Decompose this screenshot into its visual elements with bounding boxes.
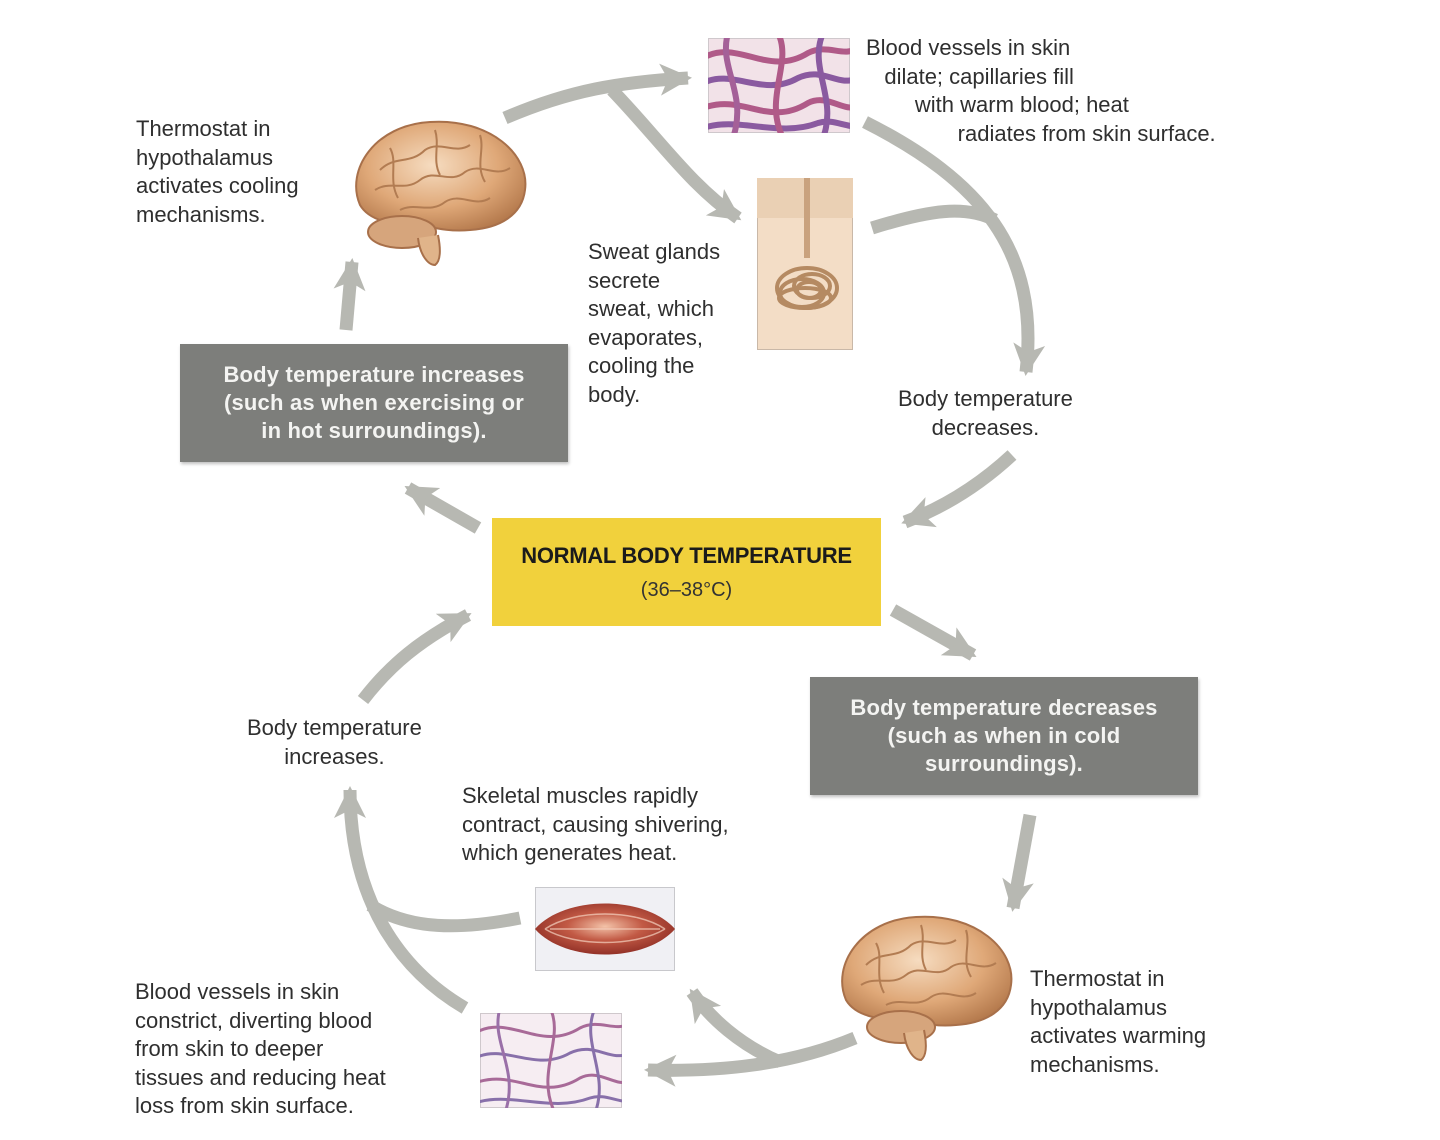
arrow-brain-to-constrict	[644, 1031, 858, 1087]
arrow-center-to-increase	[404, 482, 482, 534]
arrow-vessels-to-decrease	[862, 116, 1046, 376]
brain-icon	[355, 120, 527, 267]
arrow-brain-to-sweat	[607, 85, 742, 224]
constricted-blood-vessels-icon	[480, 1013, 622, 1108]
arrow-sweat-join	[870, 204, 998, 235]
temperature-decreases-box: Body temperature decreases (such as when…	[810, 677, 1198, 795]
vessels-constrict-label: Blood vessels in skin constrict, diverti…	[135, 979, 386, 1118]
arrow-decrease-to-center	[901, 450, 1017, 529]
arrow-constrict-up	[334, 786, 469, 1014]
temp-increases-label: Body temperature increases.	[247, 715, 422, 769]
skeletal-muscle-icon	[535, 887, 675, 971]
normal-temperature-range: (36–38°C)	[640, 578, 733, 601]
arrow-brain-to-muscle	[686, 988, 783, 1068]
arrow-increase-to-brain	[333, 258, 366, 331]
brain-icon	[841, 915, 1013, 1062]
arrow-brain-to-vessels	[502, 63, 692, 124]
normal-temperature-box: NORMAL BODY TEMPERATURE (36–38°C)	[492, 518, 881, 626]
normal-temperature-title: NORMAL BODY TEMPERATURE	[521, 542, 852, 568]
dilated-blood-vessels-icon	[708, 38, 850, 133]
temp-decreases-label: Body temperature decreases.	[898, 386, 1073, 440]
arrow-decrease-to-brain	[1002, 813, 1037, 912]
arrow-muscle-join	[366, 899, 522, 933]
temperature-increases-box: Body temperature increases (such as when…	[180, 344, 568, 462]
thermostat-warming-label: Thermostat in hypothalamus activates war…	[1030, 966, 1207, 1077]
sweat-gland-icon	[757, 178, 853, 350]
arrow-center-to-decrease	[889, 604, 977, 661]
arrow-increases-to-center	[357, 609, 472, 704]
vessels-dilate-label: Blood vessels in skin dilate; capillarie…	[866, 35, 1216, 146]
sweat-glands-label: Sweat glands secrete sweat, which evapor…	[588, 239, 721, 407]
shivering-label: Skeletal muscles rapidly contract, causi…	[462, 783, 729, 865]
thermostat-cooling-label: Thermostat in hypothalamus activates coo…	[136, 116, 299, 227]
